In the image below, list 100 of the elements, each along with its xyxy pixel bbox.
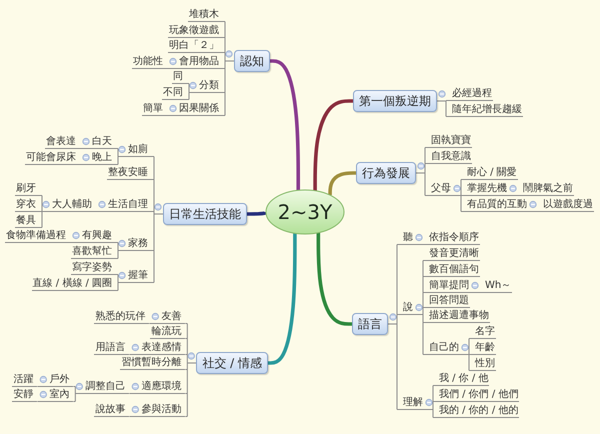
subtopic: 有興趣 xyxy=(81,228,116,243)
subtopic: 掌握先機 xyxy=(463,181,508,196)
subtopic: 因果關係 xyxy=(178,101,223,116)
subtopic: 會用物品 xyxy=(178,54,223,69)
subtopic: 習慣暫時分離 xyxy=(120,355,186,370)
connector xyxy=(186,83,198,100)
connector xyxy=(166,115,178,116)
connector xyxy=(40,195,52,228)
connector xyxy=(116,148,128,165)
connector xyxy=(460,338,472,371)
connector xyxy=(414,260,426,355)
subtopic: 會表達 xyxy=(45,134,80,149)
subtopic: 我們 / 你們 / 他們 xyxy=(435,387,520,402)
subtopic: 鬧脾氣之前 xyxy=(519,181,574,196)
connector xyxy=(328,171,356,196)
connector xyxy=(116,242,128,259)
subtopic: 性別 xyxy=(471,356,496,371)
connector xyxy=(436,100,448,117)
connector xyxy=(316,232,352,326)
subtopic: 輪流玩 xyxy=(150,324,186,339)
subtopic: 聽 xyxy=(399,230,414,245)
topic-box: 日常生活技能 xyxy=(163,203,247,225)
subtopic: 以遊戲度過 xyxy=(539,197,594,212)
subtopic: Wh～ xyxy=(481,278,512,293)
subtopic: 回答問題 xyxy=(425,293,470,308)
subtopic: 戶外 xyxy=(48,372,74,387)
connector xyxy=(72,386,85,402)
subtopic: 喜歡幫忙 xyxy=(71,244,116,259)
connector xyxy=(508,195,520,196)
connector xyxy=(80,164,92,165)
subtopic: 名字 xyxy=(471,324,496,339)
subtopic: 描述週遭事物 xyxy=(425,308,490,323)
connector xyxy=(416,147,428,196)
subtopic: 堆積木 xyxy=(188,7,223,22)
topic-box: 第一個叛逆期 xyxy=(353,90,437,112)
connector xyxy=(222,21,234,116)
connector xyxy=(313,99,353,191)
subtopic: 說 xyxy=(399,300,414,315)
topic-box: 認知 xyxy=(234,50,270,72)
subtopic: 必經過程 xyxy=(448,86,493,101)
subtopic: 友善 xyxy=(160,309,186,324)
connector xyxy=(388,244,400,410)
subtopic: 玩象徵遊戲 xyxy=(168,23,223,38)
connector xyxy=(70,242,82,243)
subtopic: 簡單 xyxy=(142,101,167,116)
subtopic: 功能性 xyxy=(132,54,167,69)
subtopic: 生活自理 xyxy=(107,197,152,212)
connector xyxy=(152,156,164,283)
connector xyxy=(148,323,161,324)
subtopic: 固執寶寶 xyxy=(427,133,472,148)
subtopic: 有品質的互動 xyxy=(463,197,528,212)
connector xyxy=(166,68,178,69)
subtopic: 餐具 xyxy=(15,213,40,228)
topic-box: 語言 xyxy=(352,313,388,335)
subtopic: 數百個語句 xyxy=(425,262,480,277)
topic-box: 社交 / 情感 xyxy=(196,352,268,374)
subtopic: 發音更清晰 xyxy=(425,246,480,261)
connector xyxy=(116,274,128,291)
subtopic: 自己的 xyxy=(425,340,460,355)
subtopic: 寫字姿勢 xyxy=(71,260,116,275)
subtopic: 直線 / 橫線 / 圓圈 xyxy=(32,276,116,291)
subtopic: 可能會尿床 xyxy=(25,150,80,165)
connector xyxy=(36,401,49,402)
subtopic: 穿衣 xyxy=(15,197,40,212)
subtopic: 如廁 xyxy=(127,142,152,157)
connector xyxy=(247,210,268,216)
connector xyxy=(424,385,436,418)
subtopic: 安靜 xyxy=(12,387,38,402)
subtopic: 用語言 xyxy=(94,340,130,355)
subtopic: 耐心 / 關愛 xyxy=(463,165,518,180)
subtopic: 依指令順序 xyxy=(425,230,480,245)
subtopic: 明白「２」 xyxy=(168,38,223,53)
connector xyxy=(528,211,540,212)
subtopic: 理解 xyxy=(399,395,424,410)
subtopic: 我 / 你 / 他 xyxy=(435,371,490,386)
topic-box: 行為發展 xyxy=(356,162,416,184)
connector xyxy=(96,211,108,212)
subtopic: 自我意識 xyxy=(427,149,472,164)
subtopic: 適應環境 xyxy=(140,379,186,394)
subtopic: 食物準備過程 xyxy=(5,228,70,243)
subtopic: 家務 xyxy=(127,236,152,251)
subtopic: 熟悉的玩伴 xyxy=(94,309,150,324)
subtopic: 同 xyxy=(172,69,187,84)
subtopic: 白天 xyxy=(91,134,116,149)
central-topic-ellipse: 2~3Y xyxy=(265,189,345,235)
subtopic: 父母 xyxy=(427,181,452,196)
subtopic: 晚上 xyxy=(91,150,116,165)
subtopic: 不同 xyxy=(162,85,187,100)
subtopic: 整夜安睡 xyxy=(107,165,152,180)
subtopic: 參與活動 xyxy=(140,402,186,417)
connector xyxy=(80,148,92,149)
subtopic: 表達感情 xyxy=(140,340,186,355)
subtopic: 分類 xyxy=(198,78,223,93)
subtopic: 刷牙 xyxy=(15,181,40,196)
connector xyxy=(128,416,141,417)
subtopic: 說故事 xyxy=(94,402,130,417)
subtopic: 我的 / 你的 / 他的 xyxy=(435,403,520,418)
subtopic: 握筆 xyxy=(127,268,152,283)
connector xyxy=(128,393,141,394)
connector xyxy=(470,292,482,293)
